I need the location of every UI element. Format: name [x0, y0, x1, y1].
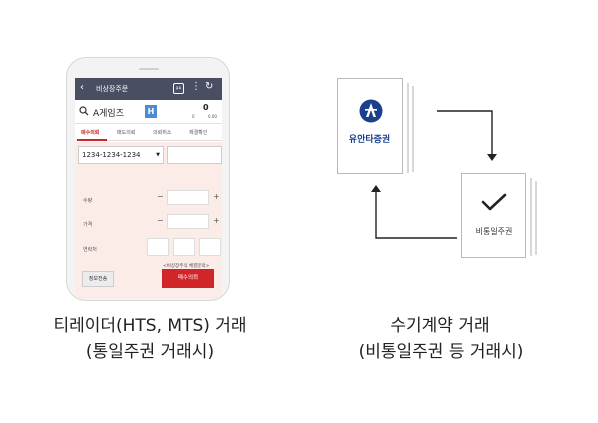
account-password-field[interactable] [167, 146, 222, 164]
chevron-down-icon: ▼ [156, 152, 160, 158]
more-icon[interactable]: ⋮ [191, 81, 201, 92]
stock-badge: H [145, 105, 157, 118]
quantity-input[interactable] [167, 190, 209, 205]
order-tabs: 매수의뢰 매도의뢰 의뢰취소 체결확인 [75, 124, 222, 141]
tab-buy-request[interactable]: 매수의뢰 [81, 130, 100, 136]
quantity-label: 수량 [83, 198, 93, 204]
contact-label: 연락처 [83, 247, 97, 253]
flow-arrow-icon [371, 185, 457, 239]
tab-cancel-request[interactable]: 의뢰취소 [153, 130, 172, 136]
brand-name: 유안타증권 [348, 135, 391, 145]
brand-logo-icon [359, 99, 383, 123]
tab-execution-check[interactable]: 체결확인 [189, 130, 208, 136]
header-stock-button[interactable]: 종목 [173, 83, 184, 94]
flow-arrow-icon [437, 110, 497, 161]
quantity-plus-button[interactable]: + [213, 192, 220, 201]
stock-change: 0 [192, 114, 195, 119]
stock-name[interactable]: A게임즈 [93, 109, 124, 119]
left-caption-line1: 티레이더(HTS, MTS) 거래 [53, 316, 247, 336]
app-header: ‹ 비상장주문 종목 ⋮ ↻ [75, 78, 222, 100]
stock-price: 0 [203, 103, 209, 112]
doc-shadow [407, 83, 409, 173]
stock-row: A게임즈 H 0 0 0.00 [75, 100, 222, 124]
price-minus-button[interactable]: − [157, 216, 164, 225]
active-tab-indicator [77, 139, 107, 141]
price-label: 가격 [83, 222, 93, 228]
brokerage-document [337, 78, 403, 174]
price-plus-button[interactable]: + [213, 216, 220, 225]
doc-shadow [535, 181, 537, 255]
right-caption-line2: (비통일주권 등 거래시) [358, 342, 524, 362]
party-label: 비통일주권 [475, 227, 513, 236]
search-icon[interactable] [79, 106, 89, 116]
notice-title: <비상장주식 체결문의> [163, 264, 210, 269]
phone-speaker [139, 68, 159, 70]
price-input[interactable] [167, 214, 209, 229]
contact-field-3[interactable] [199, 238, 221, 256]
buy-request-button[interactable]: 매수의뢰 [162, 269, 214, 288]
back-arrow-icon[interactable]: ‹ [80, 82, 84, 93]
contact-field-1[interactable] [147, 238, 169, 256]
account-select[interactable]: 1234-1234-1234 ▼ [78, 146, 164, 164]
contact-field-2[interactable] [173, 238, 195, 256]
app-title: 비상장주문 [96, 85, 129, 93]
tab-sell-request[interactable]: 매도의뢰 [117, 130, 136, 136]
party-document [461, 173, 526, 258]
doc-shadow [530, 178, 532, 256]
checkmark-icon [481, 193, 507, 211]
quantity-minus-button[interactable]: − [157, 192, 164, 201]
account-number: 1234-1234-1234 [82, 151, 141, 159]
info-send-button[interactable]: 정보전송 [82, 271, 114, 287]
doc-shadow [412, 86, 414, 172]
right-caption-line1: 수기계약 거래 [390, 316, 490, 336]
refresh-icon[interactable]: ↻ [205, 81, 214, 92]
left-caption-line2: (통일주권 거래시) [85, 342, 215, 362]
stock-change-rate: 0.00 [208, 114, 217, 119]
